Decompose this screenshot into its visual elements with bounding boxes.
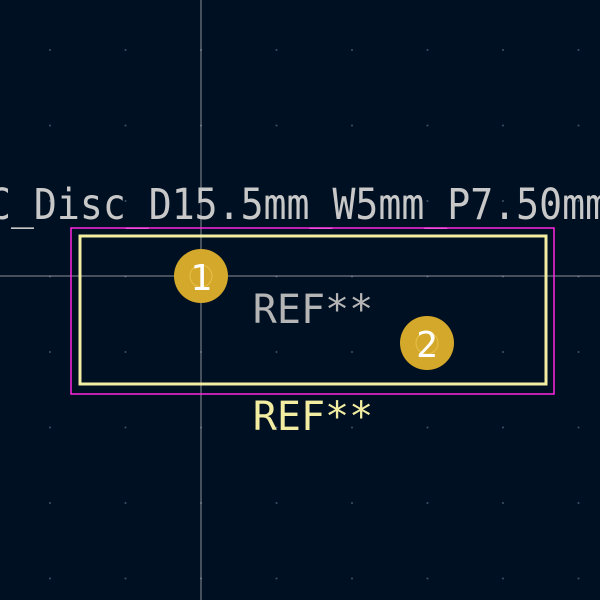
grid-dot	[124, 502, 127, 504]
grid-dot	[577, 200, 580, 202]
grid-dot	[426, 426, 429, 429]
grid-dot	[351, 502, 353, 504]
footprint-value-text[interactable]: C_Disc_D15.5mm_W5mm_P7.50mm	[0, 180, 600, 230]
grid-dot	[124, 577, 127, 580]
silkscreen-reference-text[interactable]: REF**	[253, 394, 373, 440]
grid-dot	[124, 49, 127, 51]
grid-dot	[426, 502, 429, 504]
grid-dot	[426, 200, 429, 202]
pad-2[interactable]: 2	[400, 316, 454, 370]
grid-dot	[351, 49, 353, 51]
grid-dot	[275, 200, 278, 202]
grid-dot	[502, 200, 504, 202]
grid-dot	[577, 49, 580, 51]
grid-dot	[49, 351, 51, 353]
grid-dot	[502, 124, 504, 127]
grid-dot	[502, 351, 504, 353]
grid-dot	[124, 351, 127, 353]
grid-dot	[49, 124, 51, 127]
grid-dot	[351, 351, 353, 353]
grid-dot	[275, 502, 278, 504]
grid-dot	[351, 577, 353, 580]
pad-2-drill-hole	[415, 331, 439, 355]
grid-dot	[426, 124, 429, 127]
grid-dot	[275, 49, 278, 51]
grid-dot	[49, 200, 51, 202]
grid-dot	[275, 426, 278, 429]
grid-dot	[577, 426, 580, 429]
grid-dot	[351, 426, 353, 429]
grid-dot	[577, 124, 580, 127]
grid-dot	[275, 577, 278, 580]
grid-dot	[49, 502, 51, 504]
grid-dot	[351, 200, 353, 202]
grid-dot	[124, 426, 127, 429]
grid-dot	[49, 426, 51, 429]
grid-dot	[124, 200, 127, 202]
grid-dot	[577, 502, 580, 504]
pad-1-number: 1	[190, 258, 212, 299]
grid-dot	[275, 351, 278, 353]
grid-dot	[577, 351, 580, 353]
grid-dot	[351, 124, 353, 127]
grid-dot	[49, 49, 51, 51]
grid-dot	[275, 124, 278, 127]
pad-1[interactable]: 1	[174, 249, 228, 303]
grid-dot	[502, 577, 504, 580]
grid-dot	[502, 49, 504, 51]
pad-2-number: 2	[416, 325, 438, 366]
fab-reference-text[interactable]: REF**	[253, 287, 373, 333]
silkscreen-outline	[78, 234, 548, 386]
grid-dot	[502, 502, 504, 504]
grid-dot	[124, 124, 127, 127]
grid-dot	[502, 426, 504, 429]
grid-dot	[426, 577, 429, 580]
grid-dot	[49, 577, 51, 580]
grid-dot	[577, 577, 580, 580]
pad-1-drill-hole	[189, 264, 213, 288]
grid-dot	[426, 49, 429, 51]
courtyard-outline	[70, 227, 555, 395]
